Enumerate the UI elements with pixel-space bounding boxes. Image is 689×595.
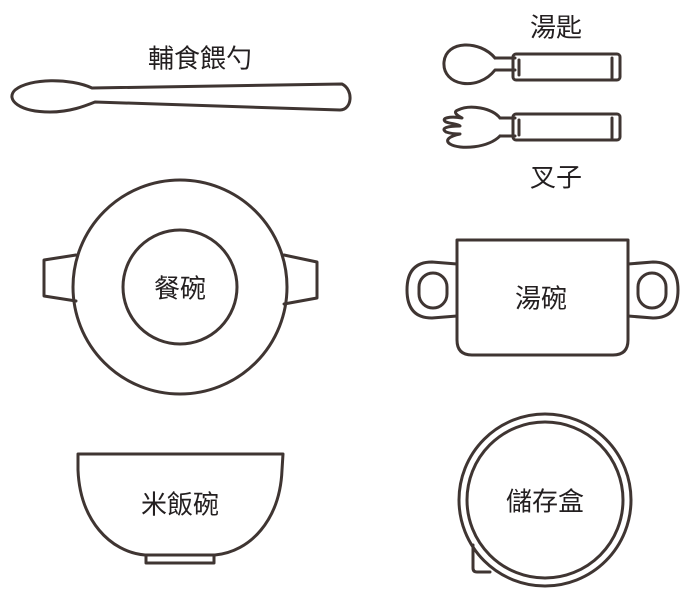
plate-bowl-shape [42,178,319,396]
rice-bowl-shape [76,452,285,565]
feeding-spoon-shape [10,79,352,114]
spoon-label: 湯匙 [529,13,583,44]
feeding-spoon-label: 輔食餵勺 [147,44,253,75]
fork-label: 叉子 [529,163,583,194]
spoon-shape [442,43,622,86]
soup-bowl-shape [405,238,680,357]
rice-bowl-label: 米飯碗 [140,490,220,521]
storage-box-label: 儲存盒 [505,487,585,518]
soup-bowl-label: 湯碗 [514,284,568,315]
fork-shape [442,105,622,149]
plate-bowl-label: 餐碗 [153,274,207,305]
storage-box-shape [457,412,633,588]
